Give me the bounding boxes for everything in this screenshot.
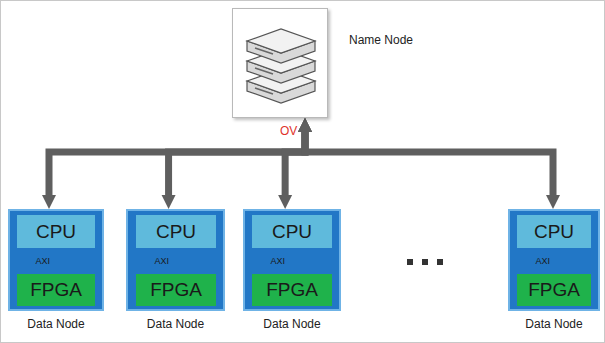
node-label: Data Node (27, 317, 84, 331)
fpga-box: FPGA (136, 274, 216, 306)
fpga-box: FPGA (517, 274, 591, 306)
chip-label: FPGA (528, 279, 580, 301)
fpga-box: FPGA (252, 274, 332, 306)
node-label: Data Node (263, 317, 320, 331)
cpu-box: CPU (517, 215, 591, 248)
bus-arrow (169, 132, 305, 195)
data-node-box: Data NodeCPUFPGA (243, 209, 341, 311)
node-label: Data Node (147, 317, 204, 331)
bus-name: AXI (270, 256, 285, 266)
chip-label: CPU (272, 221, 312, 243)
bus-name: AXI (154, 256, 169, 266)
node-label: Data Node (525, 317, 582, 331)
chip-label: FPGA (150, 279, 202, 301)
chip-label: FPGA (266, 279, 318, 301)
data-node-box: Data NodeCPUFPGA (126, 209, 225, 311)
fpga-box: FPGA (17, 274, 95, 306)
bus-arrow (49, 132, 305, 195)
bus-name: AXI (35, 256, 50, 266)
cpu-box: CPU (252, 215, 332, 248)
bus-label: OV (280, 124, 297, 138)
chip-label: CPU (534, 221, 574, 243)
node-label: Name Node (349, 33, 413, 47)
data-node-box: Data NodeCPUFPGA (508, 209, 600, 311)
chip-label: FPGA (30, 279, 82, 301)
bus-arrow (305, 132, 553, 195)
chip-label: CPU (156, 221, 196, 243)
server-icon (233, 9, 327, 117)
cpu-box: CPU (136, 215, 216, 248)
data-node-box: Data NodeCPUFPGA (8, 209, 104, 311)
bus-name: AXI (535, 256, 550, 266)
chip-label: CPU (36, 221, 76, 243)
server-node: Name Node (232, 8, 328, 118)
cpu-box: CPU (17, 215, 95, 248)
